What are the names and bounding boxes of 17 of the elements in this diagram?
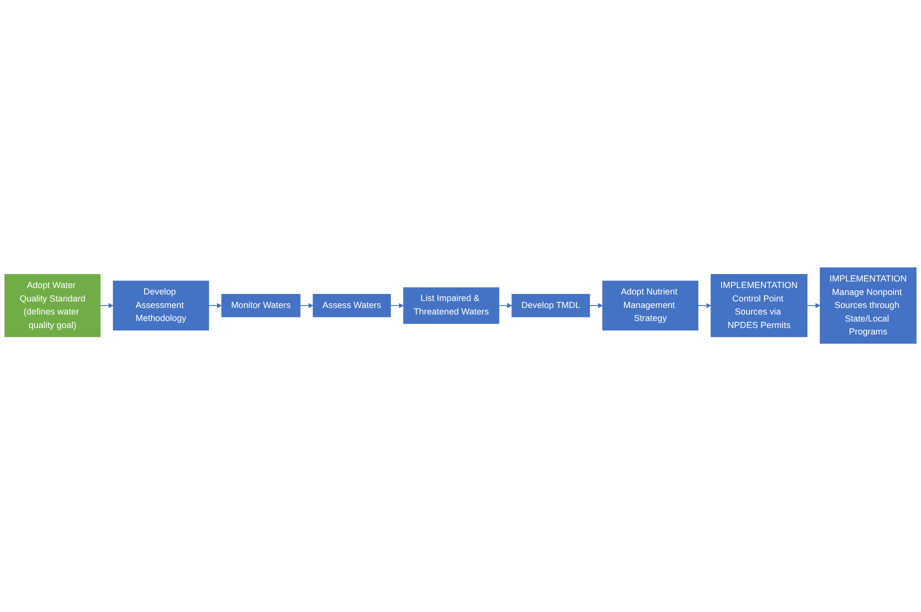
arrow xyxy=(698,303,712,309)
node-box: Adopt Nutrient Management Strategy xyxy=(602,281,698,331)
node-box: Monitor Waters xyxy=(221,294,300,318)
node-box: Adopt Water Quality Standard (defines water quality goal) xyxy=(4,274,101,338)
arrow xyxy=(208,303,222,309)
arrow xyxy=(300,303,314,309)
node-box: List Impaired & Threatened Waters xyxy=(403,288,500,324)
arrow xyxy=(390,303,404,309)
node-box: Develop TMDL xyxy=(512,294,590,318)
arrow xyxy=(498,303,512,309)
node-box: IMPLEMENTATION Manage Nonpoint Sources through State/Local Programs xyxy=(820,268,917,344)
arrow xyxy=(100,303,114,309)
arrow xyxy=(806,303,820,309)
node-box: Assess Waters xyxy=(312,294,391,318)
node-box: Develop Assessment Methodology xyxy=(112,281,209,331)
arrow xyxy=(589,303,603,309)
node-box: IMPLEMENTATION Control Point Sources via NPDES Permits xyxy=(710,274,808,338)
